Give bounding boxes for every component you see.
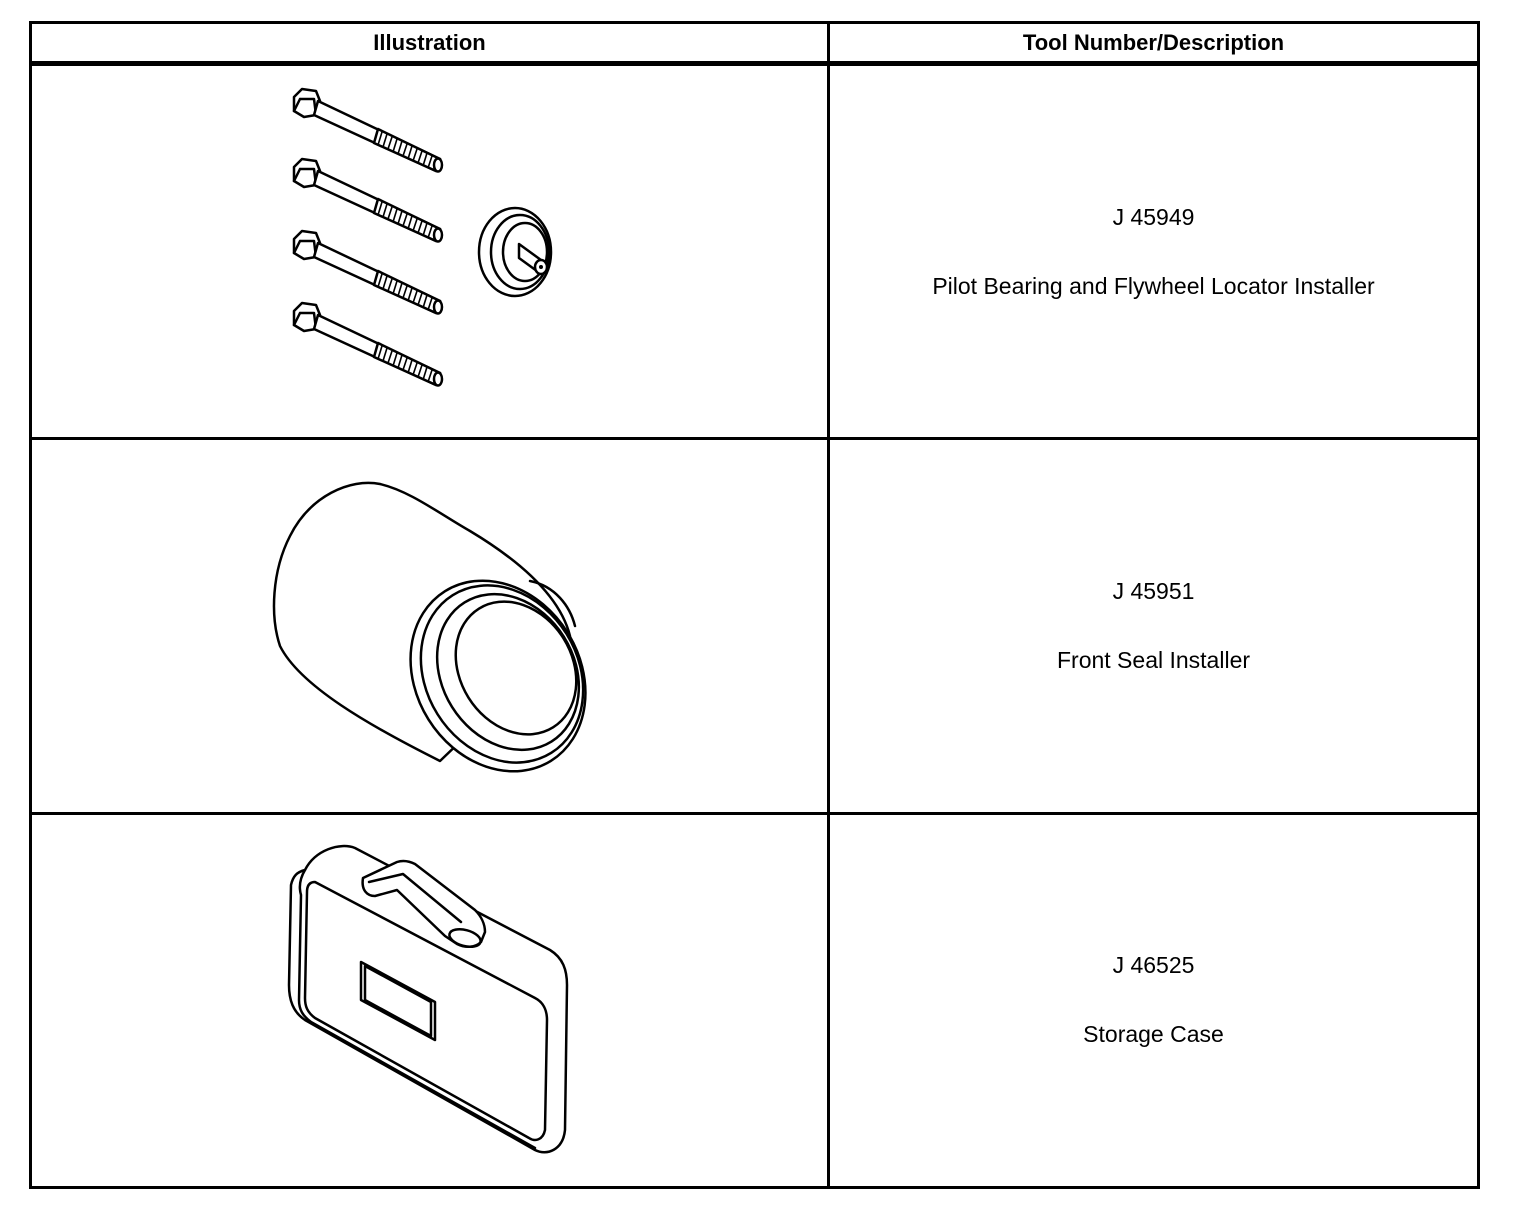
tool-description: Pilot Bearing and Flywheel Locator Insta… (932, 272, 1375, 299)
tool-column-header: Tool Number/Description (827, 21, 1480, 66)
tool-description: Storage Case (1083, 1021, 1224, 1048)
illustration-cell (29, 61, 830, 441)
special-tools-table: Illustration Tool Number/Description (29, 21, 1480, 1190)
tool-number: J 45949 (1112, 203, 1195, 230)
illustration-column-header: Illustration (29, 21, 830, 66)
table-row: J 46525 Storage Case (29, 811, 1480, 1190)
illustration-cell (29, 811, 830, 1190)
illustration-cell (29, 437, 830, 815)
seal-installer-cylinder-icon (272, 481, 587, 773)
bolts-and-locator-icon (292, 87, 552, 387)
table-row: J 45949 Pilot Bearing and Flywheel Locat… (29, 61, 1480, 441)
tool-info-cell: J 46525 Storage Case (827, 811, 1480, 1190)
tool-info-cell: J 45951 Front Seal Installer (827, 437, 1480, 815)
storage-case-icon (287, 845, 568, 1154)
tool-number: J 46525 (1112, 952, 1195, 979)
tool-number: J 45951 (1112, 577, 1195, 604)
header-row: Illustration Tool Number/Description (29, 21, 1480, 66)
tool-description: Front Seal Installer (1056, 646, 1251, 673)
table-row: J 45951 Front Seal Installer (29, 437, 1480, 815)
tool-info-cell: J 45949 Pilot Bearing and Flywheel Locat… (827, 61, 1480, 441)
